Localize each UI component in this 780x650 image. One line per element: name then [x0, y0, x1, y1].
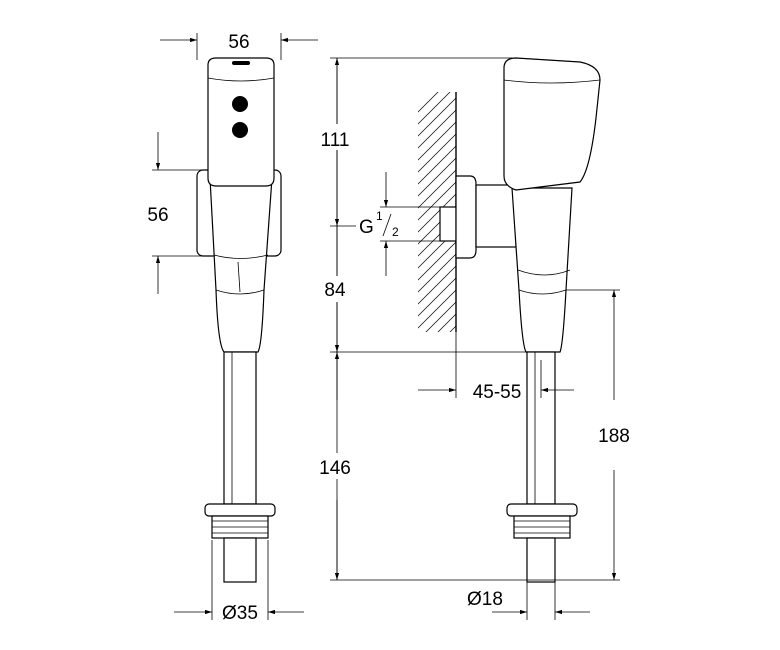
dim-side-total: 188 — [598, 426, 630, 447]
front-collar — [204, 503, 276, 517]
side-connector — [475, 184, 517, 248]
sensor-eye-upper — [232, 96, 248, 112]
dim-front-mount-height: 56 — [147, 205, 168, 226]
sensor-eye-lower — [232, 122, 248, 138]
front-dimensions: 56 56 Ø35 — [147, 32, 318, 624]
inlet-stub — [439, 206, 457, 242]
side-view — [455, 57, 601, 583]
dim-front-width: 56 — [228, 32, 249, 53]
dim-side-top: 111 — [321, 130, 350, 151]
side-body — [511, 187, 573, 353]
side-head — [503, 57, 601, 191]
thread-prefix: G — [359, 217, 374, 238]
side-dimensions: 111 84 146 G 1 2 45-55 188 Ø18 — [311, 57, 630, 620]
wall-flange — [455, 175, 477, 259]
side-collar — [506, 503, 578, 517]
dim-front-pipe-diameter: Ø35 — [222, 603, 258, 624]
front-indicator — [232, 61, 250, 65]
dim-side-bottom: 146 — [319, 458, 351, 479]
front-tail — [223, 537, 257, 583]
side-tail — [526, 537, 556, 583]
front-body — [209, 177, 273, 353]
thread-numerator: 1 — [376, 209, 383, 223]
front-view — [196, 57, 282, 583]
dim-side-pipe-diameter: Ø18 — [467, 589, 503, 610]
dim-side-mid: 84 — [324, 280, 346, 301]
dim-wall-offset: 45-55 — [473, 382, 522, 403]
front-head — [207, 57, 275, 187]
front-pipe — [223, 351, 257, 505]
thread-denominator: 2 — [392, 225, 399, 239]
